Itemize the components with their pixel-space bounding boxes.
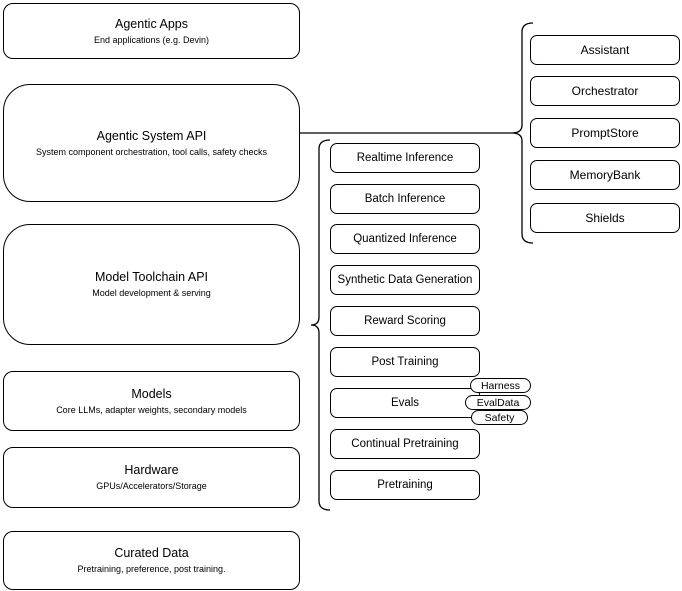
node-model-toolchain-api: Model Toolchain API Model development & … [3, 224, 300, 345]
node-curated-data: Curated Data Pretraining, preference, po… [3, 531, 300, 590]
component-assistant: Assistant [530, 35, 680, 65]
service-continual-pretraining: Continual Pretraining [330, 429, 480, 459]
node-subtitle: Pretraining, preference, post training. [77, 564, 226, 574]
service-realtime-inference: Realtime Inference [330, 143, 480, 173]
service-pretraining: Pretraining [330, 470, 480, 500]
tag-evaldata: EvalData [465, 395, 531, 410]
node-subtitle: System component orchestration, tool cal… [35, 146, 268, 157]
node-agentic-apps: Agentic Apps End applications (e.g. Devi… [3, 3, 300, 59]
node-title: Models [131, 386, 172, 401]
component-orchestrator: Orchestrator [530, 76, 680, 106]
node-title: Hardware [124, 463, 179, 477]
service-batch-inference: Batch Inference [330, 184, 480, 214]
component-memorybank: MemoryBank [530, 160, 680, 190]
node-agentic-system-api: Agentic System API System component orch… [3, 84, 300, 202]
toolchain-brace [310, 139, 331, 511]
service-quantized-inference: Quantized Inference [330, 224, 480, 254]
node-models: Models Core LLMs, adapter weights, secon… [3, 371, 300, 431]
node-hardware: Hardware GPUs/Accelerators/Storage [3, 447, 300, 508]
node-subtitle: Model development & serving [92, 288, 211, 298]
component-shields: Shields [530, 203, 680, 233]
service-reward-scoring: Reward Scoring [330, 306, 480, 336]
node-title: Curated Data [114, 546, 189, 560]
node-subtitle: Core LLMs, adapter weights, secondary mo… [56, 404, 247, 415]
tag-harness: Harness [470, 378, 531, 393]
service-synthetic-data-generation: Synthetic Data Generation [330, 265, 480, 295]
node-title: Model Toolchain API [94, 270, 209, 284]
component-promptstore: PromptStore [530, 118, 680, 148]
node-subtitle: GPUs/Accelerators/Storage [96, 481, 207, 491]
service-evals: Evals [330, 388, 480, 418]
tag-safety: Safety [471, 410, 528, 425]
node-subtitle: End applications (e.g. Devin) [93, 34, 210, 45]
node-title: Agentic Apps [115, 16, 188, 31]
node-title: Agentic System API [96, 128, 207, 143]
service-post-training: Post Training [330, 347, 480, 377]
